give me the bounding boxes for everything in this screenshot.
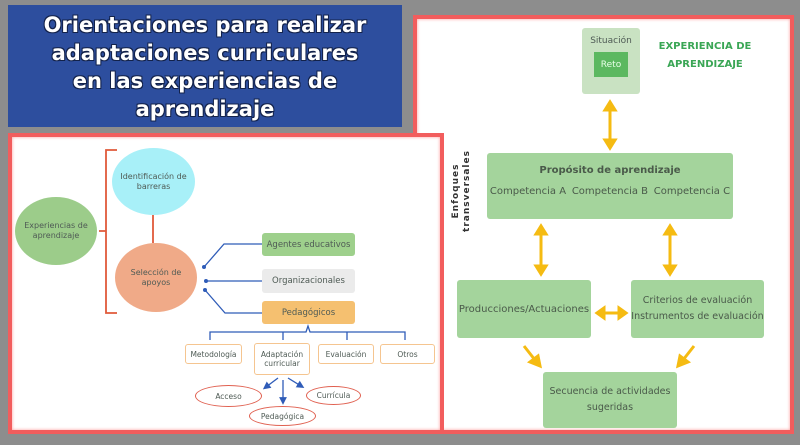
otros-box: Otros [380, 344, 435, 364]
heading-line: EXPERIENCIA DE [658, 41, 752, 52]
title-line: aprendizaje [135, 97, 275, 121]
seleccion-node: Selección de apoyos [115, 243, 197, 312]
reto-box: Reto [594, 52, 628, 77]
instrumentos-line: Instrumentos de evaluación [631, 311, 764, 322]
producciones-box: Producciones/Actuaciones [457, 280, 591, 338]
pedagogica-node: Pedagógica [249, 406, 316, 426]
organizacionales-box: Organizacionales [262, 269, 355, 293]
proposito-title: Propósito de aprendizaje [539, 165, 681, 176]
competencia-a: Competencia A [489, 186, 567, 197]
criterios-box: Criterios de evaluación Instrumentos de … [631, 280, 764, 338]
situacion-box: Situación Reto [582, 28, 640, 94]
heading-line: APRENDIZAJE [667, 59, 743, 70]
criterios-line: Criterios de evaluación [642, 295, 753, 306]
identificacion-node: Identificación de barreras [112, 148, 195, 215]
left-panel [8, 133, 444, 434]
secuencia-line: Secuencia de actividades [549, 386, 671, 397]
yellow-arrows [522, 99, 696, 369]
experiencias-node: Experiencias de aprendizaje [15, 197, 97, 265]
blue-connectors [203, 243, 406, 405]
adaptacion-box: Adaptación curricular [254, 343, 310, 375]
title-line: en las experiencias de [72, 69, 338, 93]
title-line: adaptaciones curriculares [51, 41, 359, 65]
pedagogicos-box: Pedagógicos [262, 301, 355, 324]
competencia-c: Competencia C [653, 186, 731, 197]
situacion-label: Situación [590, 36, 632, 46]
curricula-node: Currícula [306, 386, 361, 405]
evaluacion-box: Evaluación [318, 344, 374, 364]
proposito-box: Propósito de aprendizaje Competencia A C… [487, 153, 733, 219]
acceso-node: Acceso [195, 385, 262, 407]
title-line: Orientaciones para realizar [43, 13, 367, 37]
agentes-box: Agentes educativos [262, 233, 355, 256]
secuencia-box: Secuencia de actividades sugeridas [543, 372, 677, 428]
secuencia-line: sugeridas [586, 402, 634, 413]
experiencia-heading: EXPERIENCIA DE APRENDIZAJE [650, 38, 760, 74]
competencia-b: Competencia B [571, 186, 649, 197]
metodologia-box: Metodología [185, 344, 242, 364]
bracket [99, 149, 117, 314]
title-banner: Orientaciones para realizar adaptaciones… [8, 5, 402, 127]
